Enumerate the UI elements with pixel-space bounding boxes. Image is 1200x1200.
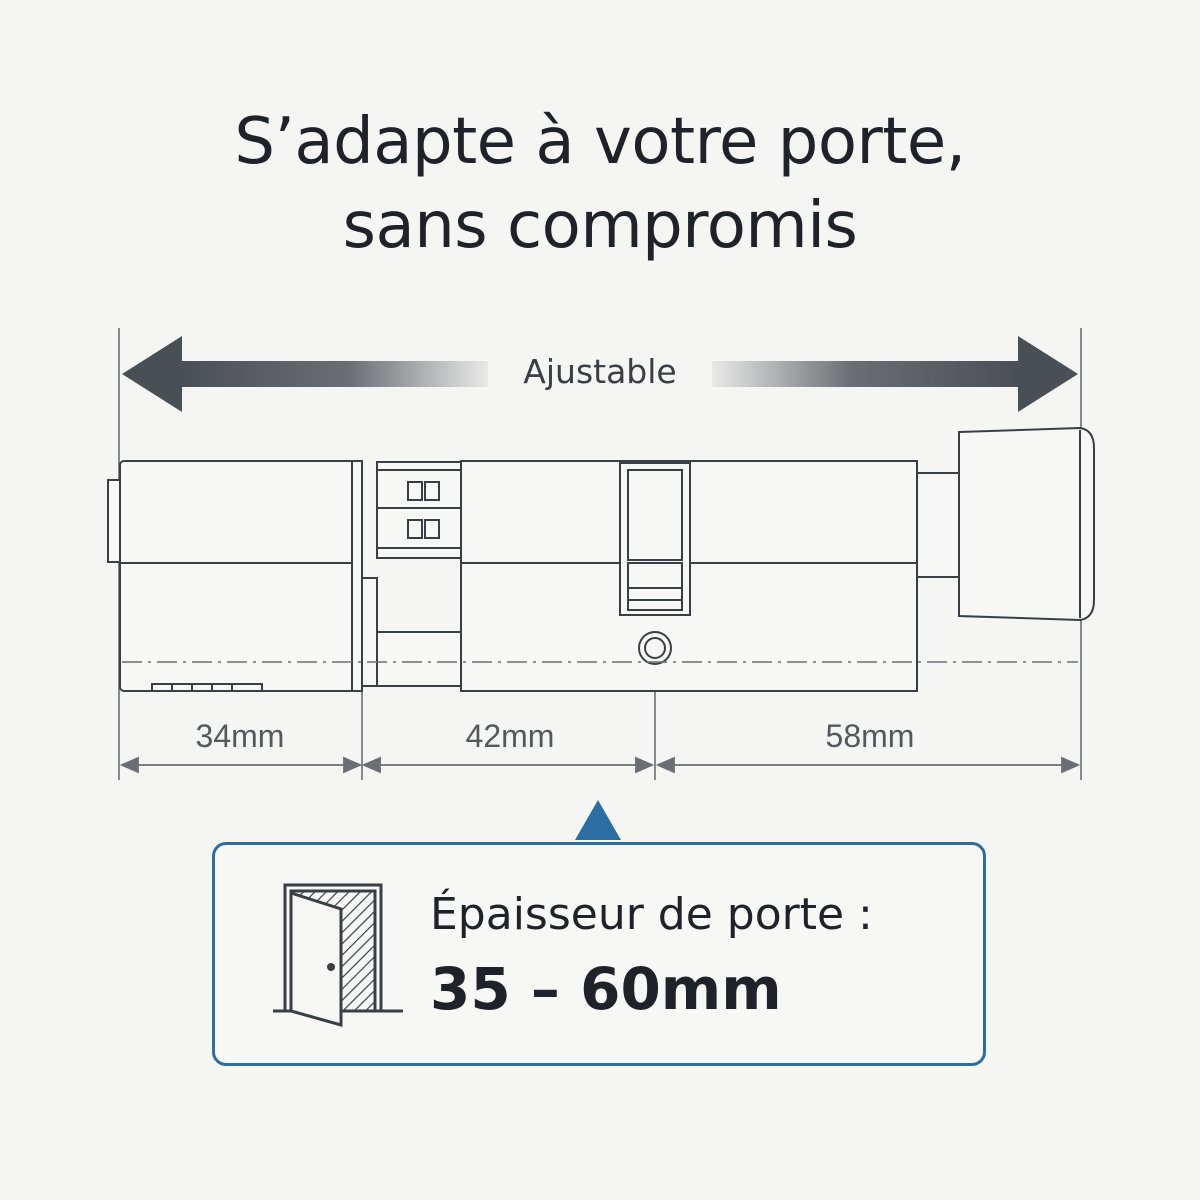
title-line-2: sans compromis [342, 189, 858, 263]
door-thickness-title: Épaisseur de porte : [430, 889, 873, 940]
dimension-lines [119, 756, 1081, 774]
dimension-middle-label: 42mm [465, 718, 555, 754]
lock-cylinder [107, 426, 1095, 692]
pointer-triangle [575, 800, 621, 840]
page-title: S’adapte à votre porte, sans compromis [0, 100, 1200, 268]
dimension-left-label: 34mm [195, 718, 285, 754]
title-line-1: S’adapte à votre porte, [234, 105, 966, 179]
door-thickness-box: Épaisseur de porte : 35 – 60mm [212, 842, 986, 1066]
door-thickness-value: 35 – 60mm [430, 955, 782, 1023]
dimension-right-label: 58mm [825, 718, 915, 754]
adjustable-label: Ajustable [490, 352, 710, 391]
adjustable-arrow [122, 336, 1078, 412]
door-icon [273, 883, 403, 1027]
